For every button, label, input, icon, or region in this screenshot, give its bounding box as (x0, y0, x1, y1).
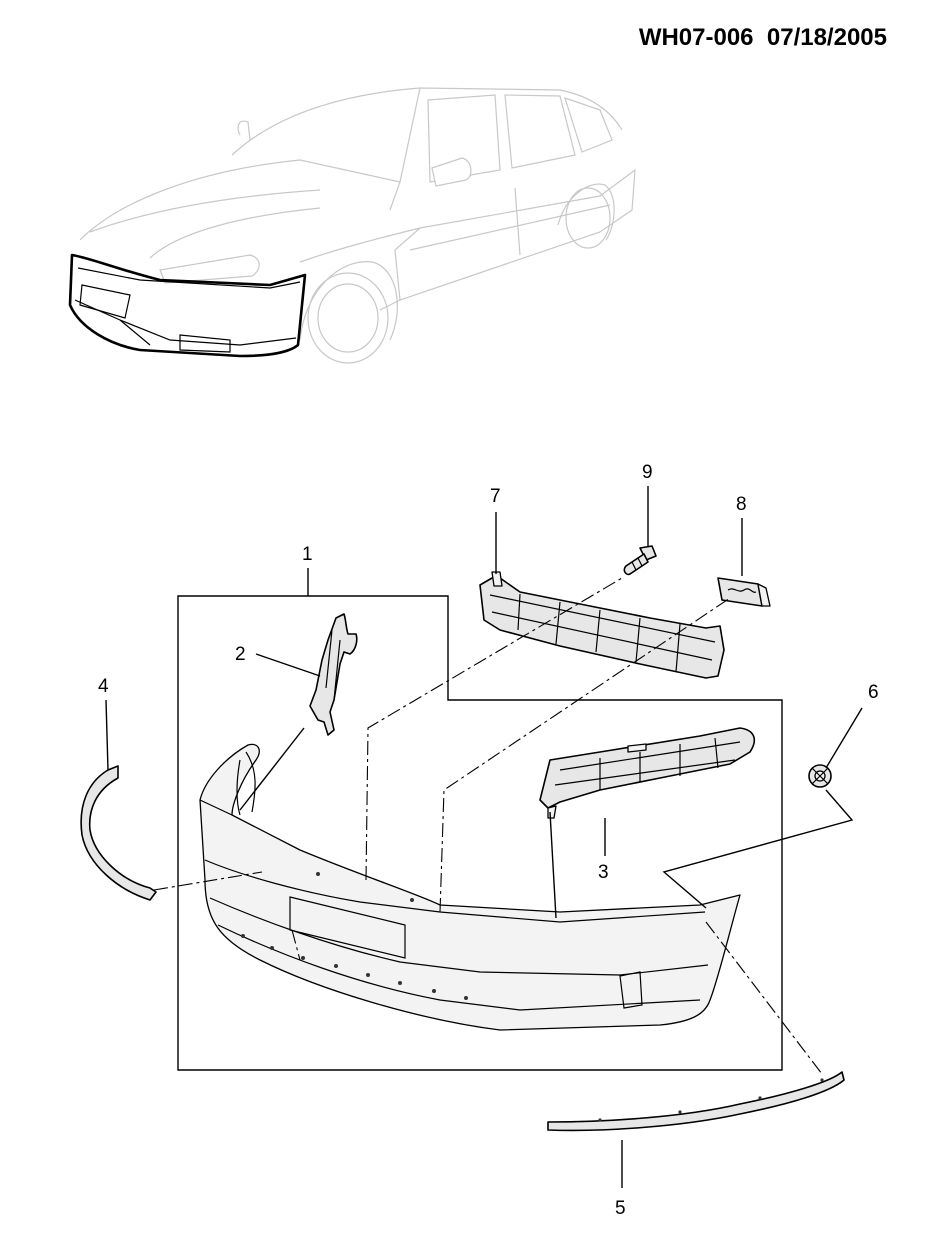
assembly-line-8 (439, 597, 731, 913)
center-grille (479, 571, 725, 679)
callout-5: 5 (615, 1198, 626, 1219)
assembly-line-4 (153, 871, 263, 891)
leader-lines (105, 486, 863, 1188)
assembly-line-1 (291, 929, 301, 961)
callout-7: 7 (490, 486, 501, 507)
vehicle-overview (68, 87, 636, 364)
assembly-line-7 (365, 577, 623, 881)
bumper-assembly-frame (177, 595, 783, 1071)
diagram-date: 07/18/2005 (766, 24, 887, 51)
bumper-bracket (309, 613, 358, 736)
callout-1: 1 (302, 544, 313, 565)
callout-numbers: 1 2 3 4 5 6 7 8 9 (98, 462, 879, 1219)
callout-3: 3 (598, 862, 609, 883)
callout-9: 9 (642, 462, 653, 483)
callout-8: 8 (736, 494, 747, 515)
screw (623, 545, 657, 576)
callout-2: 2 (235, 644, 246, 665)
callout-6: 6 (868, 682, 879, 703)
front-bumper-fascia (199, 743, 741, 1031)
grille-retainer (717, 577, 771, 607)
diagram-code: WH07-006 (638, 24, 754, 51)
retaining-clip (808, 764, 832, 788)
side-grille-insert (539, 727, 756, 819)
assembly-line-5 (705, 921, 823, 1075)
lower-moulding-strip (547, 1071, 845, 1132)
callout-4: 4 (98, 676, 109, 697)
diagram-header: WH07-006 07/18/2005 (639, 24, 887, 52)
left-moulding (80, 765, 157, 901)
